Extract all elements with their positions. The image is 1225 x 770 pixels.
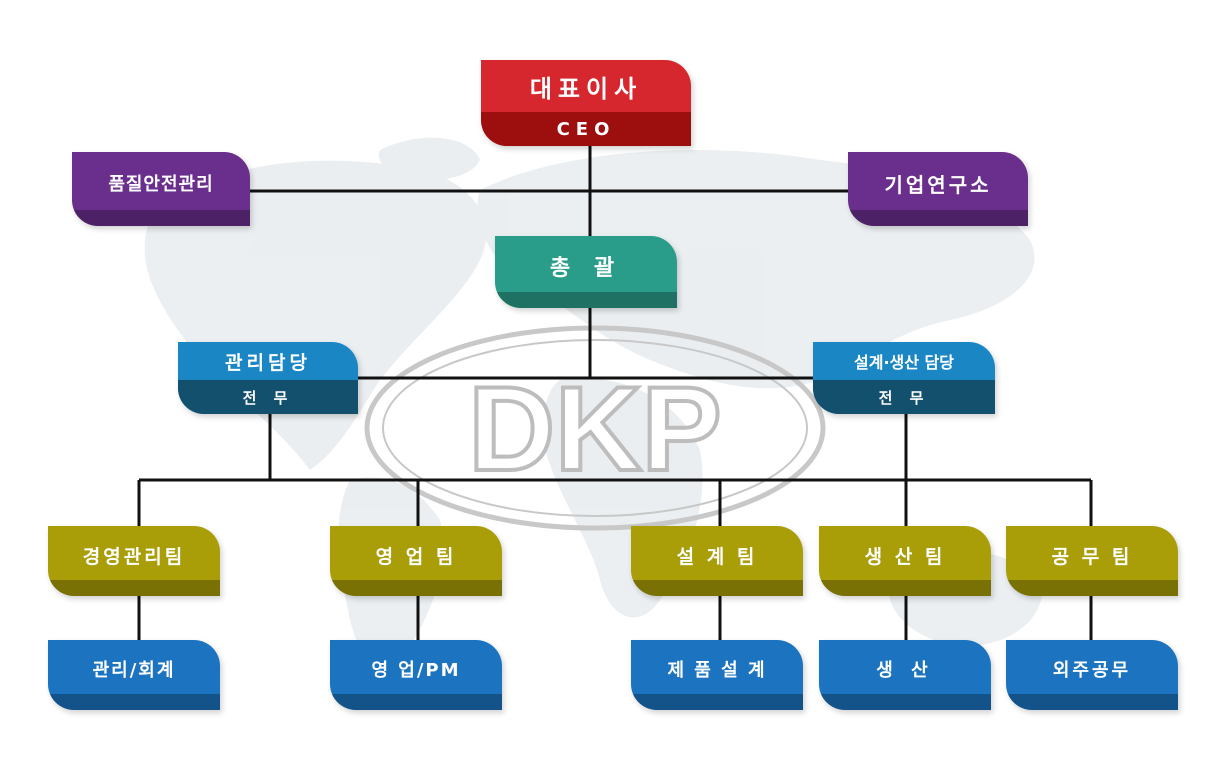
team-label: 설 계 팀 [676, 545, 758, 568]
team-box-production[interactable]: 생 산 팀 [819, 526, 991, 596]
unit-box-production[interactable]: 생 산 [819, 640, 991, 710]
unit-label: 제 품 설 계 [667, 660, 767, 681]
unit-box-outsourcing[interactable]: 외주공무 [1006, 640, 1178, 710]
management-director-title: 전 무 [178, 380, 358, 414]
unit-label: 관리/회계 [92, 660, 176, 681]
management-director-label: 관리담당 [225, 351, 311, 374]
ceo-sub: CEO [481, 112, 691, 146]
watermark-text: DKP [468, 362, 721, 496]
team-box-design[interactable]: 설 계 팀 [631, 526, 803, 596]
ceo-label: 대표이사 [529, 74, 643, 103]
team-label: 영 업 팀 [375, 545, 457, 568]
unit-label: 영 업/PM [371, 660, 461, 681]
unit-label: 생 산 [876, 660, 934, 681]
management-director-box[interactable]: 관리담당 전 무 [178, 342, 358, 414]
unit-box-sales-pm[interactable]: 영 업/PM [330, 640, 502, 710]
team-box-sales[interactable]: 영 업 팀 [330, 526, 502, 596]
design-director-title: 전 무 [813, 380, 995, 414]
design-director-label: 설계·생산 담당 [854, 353, 954, 372]
research-label: 기업연구소 [884, 172, 992, 197]
quality-box[interactable]: 품질안전관리 [72, 152, 250, 226]
team-label: 경영관리팀 [82, 545, 186, 568]
general-box[interactable]: 총 괄 [495, 236, 677, 308]
team-label: 생 산 팀 [864, 545, 946, 568]
general-label: 총 괄 [549, 256, 623, 281]
research-box[interactable]: 기업연구소 [848, 152, 1028, 226]
dkp-watermark: DKP [364, 325, 826, 531]
design-director-box[interactable]: 설계·생산 담당 전 무 [813, 342, 995, 414]
team-label: 공 무 팀 [1051, 545, 1133, 568]
team-box-management[interactable]: 경영관리팀 [48, 526, 220, 596]
unit-box-accounting[interactable]: 관리/회계 [48, 640, 220, 710]
quality-label: 품질안전관리 [108, 174, 214, 195]
ceo-box[interactable]: 대표이사 CEO [481, 60, 691, 146]
unit-box-product-design[interactable]: 제 품 설 계 [631, 640, 803, 710]
team-box-engineering[interactable]: 공 무 팀 [1006, 526, 1178, 596]
unit-label: 외주공무 [1052, 660, 1132, 681]
